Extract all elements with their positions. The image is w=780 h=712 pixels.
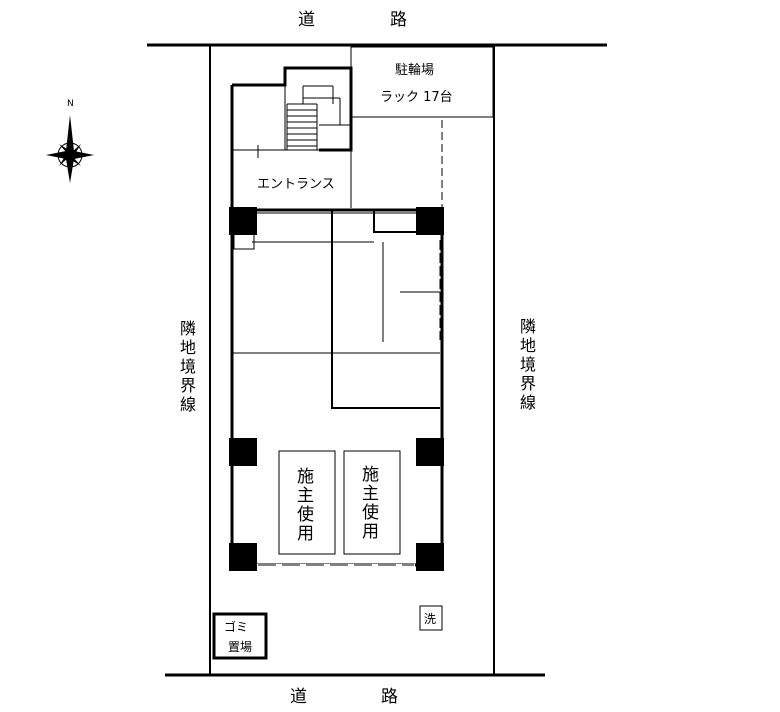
reserved-right-char-3: 使: [362, 502, 379, 523]
small-closet: [233, 233, 255, 250]
compass-north-label: N: [67, 99, 74, 109]
reserved-right-char-1: 施: [362, 465, 379, 485]
top-road-char-2: 路: [390, 10, 408, 30]
right-boundary-char-4: 界: [520, 374, 536, 393]
inner-room-wall: [331, 210, 440, 409]
left-boundary-char-5: 線: [180, 395, 196, 414]
column-w: [229, 438, 257, 466]
bicycle-parking-title: 駐輪場: [395, 62, 434, 78]
left-boundary-char-1: 隣: [180, 319, 196, 338]
reserved-left-char-3: 使: [297, 504, 314, 525]
left-boundary-char-4: 界: [180, 376, 196, 395]
left-boundary-char-3: 境: [180, 357, 196, 376]
reserved-left-char-1: 施: [297, 467, 314, 487]
reserved-box-right: [343, 450, 401, 555]
garbage-label-line-1: ゴミ: [224, 619, 248, 634]
right-boundary-char-1: 隣: [520, 317, 536, 336]
reserved-box-left: [278, 450, 336, 555]
reserved-right-char-2: 主: [362, 484, 379, 504]
site-boundary: [209, 44, 495, 676]
entrance-label: エントランス: [257, 177, 335, 192]
left-boundary-char-2: 地: [180, 338, 196, 357]
right-boundary-char-3: 境: [520, 355, 536, 374]
stair-core: [284, 67, 352, 151]
bicycle-parking-area: [350, 46, 494, 118]
bottom-road-char-2: 路: [381, 687, 399, 707]
stair-treads: [286, 85, 351, 150]
column-sw: [229, 543, 257, 571]
top-road-char-1: 道: [298, 10, 316, 30]
wash-label: 洗: [424, 612, 436, 626]
inner-room-top-step: [373, 210, 418, 233]
building-walls: [230, 208, 444, 567]
compass-rose-icon: [46, 115, 94, 183]
garbage-area: [212, 612, 268, 660]
garbage-label-line-2: 置場: [228, 640, 252, 654]
bottom-road-char-1: 道: [290, 687, 308, 707]
column-e: [416, 438, 444, 466]
right-boundary-char-2: 地: [520, 336, 536, 355]
column-se: [416, 543, 444, 571]
reserved-left-char-4: 用: [297, 524, 314, 544]
bicycle-rack-count: ラック 17台: [380, 90, 453, 105]
wash-box: [419, 605, 443, 631]
reserved-right-char-4: 用: [362, 522, 379, 542]
reserved-left-char-2: 主: [297, 486, 314, 506]
right-boundary-char-5: 線: [520, 393, 536, 412]
column-nw: [229, 207, 257, 235]
column-ne: [416, 207, 444, 235]
